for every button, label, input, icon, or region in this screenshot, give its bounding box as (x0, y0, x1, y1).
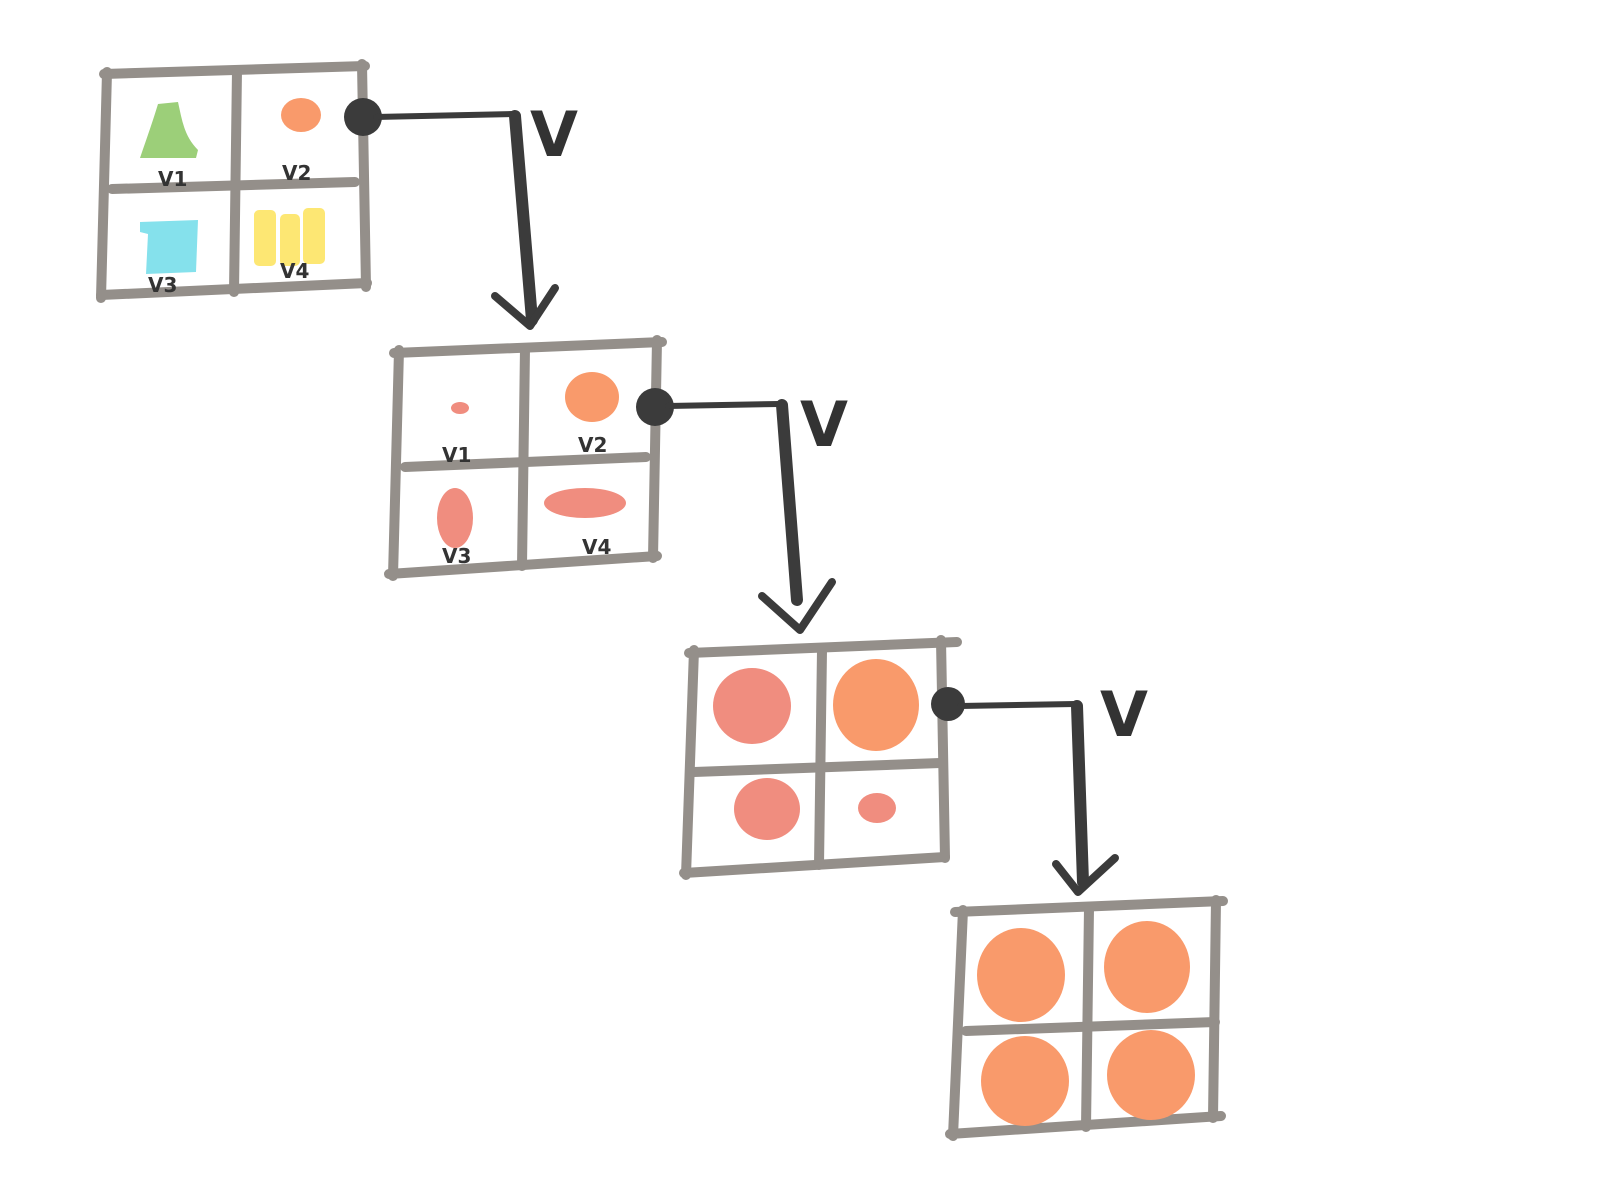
grid-3-blob-1 (713, 668, 791, 744)
orange-blob-shape (281, 98, 321, 132)
arrow-shaft (1071, 700, 1089, 888)
connector-dot (344, 98, 382, 136)
grid-2-cell-v1: V1 (442, 402, 471, 467)
grid-1-cell-v3: V3 (140, 220, 198, 297)
operator-arrow-1: V (344, 98, 578, 330)
green-trapezoid-shape (140, 102, 198, 158)
grid-3 (679, 635, 962, 880)
yellow-bar-2 (280, 214, 300, 266)
arrow-head (758, 578, 836, 634)
grid-2-cell-v2: V2 (565, 372, 619, 457)
grid-1-cell-v1: V1 (140, 102, 198, 191)
cell-label-v2: V2 (578, 433, 607, 457)
cell-label-v3: V3 (442, 544, 471, 568)
grid-4 (945, 895, 1228, 1141)
yellow-bar-1 (254, 210, 276, 266)
operator-label: V (800, 388, 848, 461)
operator-label: V (530, 98, 578, 171)
cyan-square-shape (140, 220, 198, 274)
tiny-dot-shape (451, 402, 469, 414)
arrow-shaft (509, 110, 538, 326)
grid-2: V1 V2 V3 V4 (384, 335, 667, 581)
vertical-oval-shape (437, 488, 473, 548)
connector-line (957, 701, 1078, 709)
grid-4-blob-1 (977, 928, 1065, 1022)
grid-3-blob-4 (858, 793, 896, 823)
grid-3-blob-3 (734, 778, 800, 840)
horizontal-oval-shape (544, 488, 626, 518)
cell-label-v2: V2 (282, 161, 311, 185)
grid-3-blob-2 (833, 659, 919, 751)
cell-label-v4: V4 (582, 535, 611, 559)
cell-label-v3: V3 (148, 273, 177, 297)
arrow-shaft (776, 399, 803, 606)
grid-4-blob-2 (1104, 921, 1190, 1013)
connector-dot (931, 687, 965, 721)
operator-arrow-3: V (931, 678, 1148, 896)
grid-2-cell-v4: V4 (544, 488, 626, 559)
grid-1-cell-v2: V2 (281, 98, 321, 185)
grid-2-cell-v3: V3 (437, 488, 473, 568)
grid-4-blob-4 (1107, 1030, 1195, 1120)
grid-1-cell-v4: V4 (254, 208, 325, 283)
arrow-head (1052, 854, 1119, 896)
cell-label-v4: V4 (280, 259, 309, 283)
operator-arrow-2: V (636, 388, 848, 634)
operator-label: V (1100, 678, 1148, 751)
connector-dot (636, 388, 674, 426)
yellow-bar-3 (303, 208, 325, 264)
connector-line (665, 401, 782, 409)
grid-1: V1 V2 V3 V4 (96, 59, 372, 303)
connector-line (373, 111, 515, 120)
orange-circle-shape (565, 372, 619, 422)
grid-4-blob-3 (981, 1036, 1069, 1126)
cell-label-v1: V1 (442, 443, 471, 467)
cell-label-v1: V1 (158, 167, 187, 191)
arrow-head (491, 284, 559, 330)
